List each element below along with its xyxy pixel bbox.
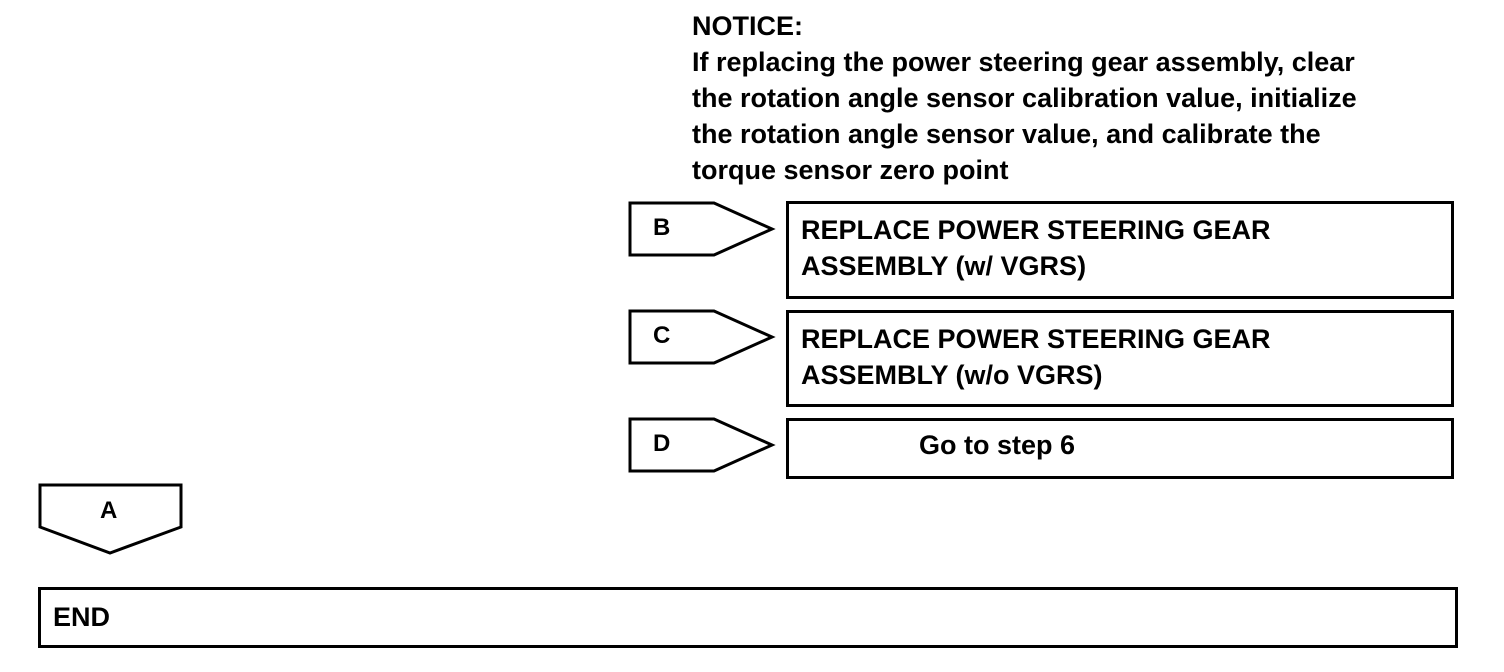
result-tag-a: A xyxy=(38,483,186,559)
goto-step-text: Go to step 6 xyxy=(919,430,1076,460)
action-c-line-2: ASSEMBLY (w/o VGRS) xyxy=(801,360,1103,390)
down-arrow-tag-icon xyxy=(38,483,183,555)
result-tag-a-label: A xyxy=(100,497,118,524)
action-box-d: Go to step 6 xyxy=(786,418,1454,479)
notice-line-4: torque sensor zero point xyxy=(692,155,1009,185)
notice-heading: NOTICE: xyxy=(692,11,803,41)
right-arrow-tag-icon xyxy=(628,309,776,365)
action-text-b: REPLACE POWER STEERING GEAR ASSEMBLY (w/… xyxy=(801,212,1271,284)
notice-block: NOTICE: If replacing the power steering … xyxy=(692,8,1472,188)
action-box-b: REPLACE POWER STEERING GEAR ASSEMBLY (w/… xyxy=(786,201,1454,299)
action-box-c: REPLACE POWER STEERING GEAR ASSEMBLY (w/… xyxy=(786,310,1454,407)
branch-tag-d-label: D xyxy=(653,430,671,457)
right-arrow-tag-icon xyxy=(628,417,776,473)
end-box: END xyxy=(38,587,1458,648)
notice-line-2: the rotation angle sensor calibration va… xyxy=(692,83,1357,113)
right-arrow-tag-icon xyxy=(628,201,776,257)
action-b-line-2: ASSEMBLY (w/ VGRS) xyxy=(801,251,1087,281)
branch-tag-d: D xyxy=(628,417,778,477)
action-c-line-1: REPLACE POWER STEERING GEAR xyxy=(801,324,1271,354)
action-text-c: REPLACE POWER STEERING GEAR ASSEMBLY (w/… xyxy=(801,321,1271,393)
branch-tag-c: C xyxy=(628,309,778,369)
action-b-line-1: REPLACE POWER STEERING GEAR xyxy=(801,215,1271,245)
end-label: END xyxy=(53,602,111,632)
notice-line-1: If replacing the power steering gear ass… xyxy=(692,47,1355,77)
branch-tag-b: B xyxy=(628,201,778,261)
branch-tag-c-label: C xyxy=(653,322,671,349)
notice-line-3: the rotation angle sensor value, and cal… xyxy=(692,119,1321,149)
branch-tag-b-label: B xyxy=(653,214,671,241)
